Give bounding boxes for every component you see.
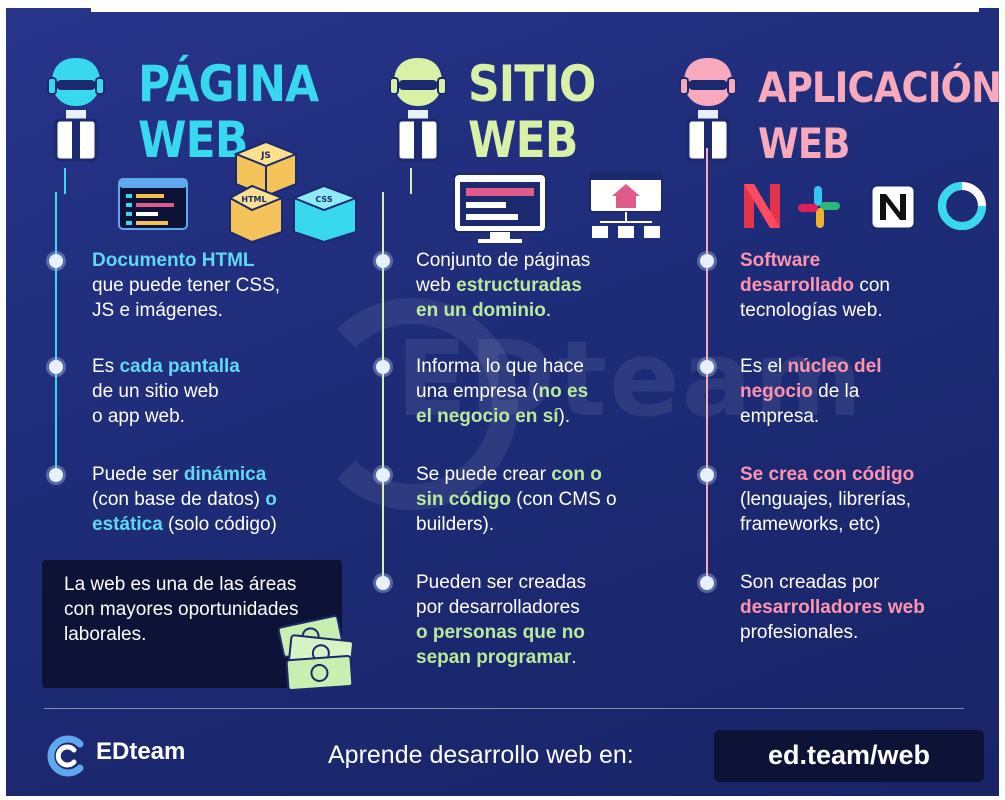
slack-logo-icon (798, 186, 840, 228)
title-pagina-web: PÁGINA WEB (138, 55, 319, 169)
item-text: (lenguajes, librerías, frameworks, etc) (740, 489, 912, 535)
highlight-text: o personas que no sepan programar (416, 622, 585, 668)
developer-avatar-icon (679, 58, 737, 162)
highlight-text: cada pantalla (119, 356, 240, 377)
highlight-text: Documento HTML (92, 250, 255, 271)
cube-label-css: CSS (315, 195, 332, 204)
cta-text: Aprende desarrollo web en: (328, 741, 634, 769)
title-line-1: APLICACIÓN (758, 63, 999, 112)
timeline-dot (376, 576, 390, 590)
cube-label-html: HTML (241, 195, 266, 204)
timeline-dot (700, 360, 714, 374)
item-text: ). (558, 406, 571, 427)
timeline-connector (64, 168, 66, 194)
item-text: Se puede crear (416, 464, 552, 485)
item-text: Es el (740, 356, 788, 377)
brand-name: EDteam (96, 738, 186, 765)
timeline-line-cyan (55, 192, 57, 476)
item-informa-empresa: Informa lo que hace una empresa (no es e… (416, 354, 676, 429)
cta-url-box[interactable]: ed.team/web (714, 730, 984, 782)
top-strip (91, 8, 979, 12)
timeline-dot (49, 254, 63, 268)
infographic: EDteam PÁGINA WEB SITIO WEB AP (6, 8, 999, 796)
edteam-logo-icon (47, 735, 84, 777)
timeline-dot (700, 468, 714, 482)
timeline-dot (700, 576, 714, 590)
item-conjunto-paginas: Conjunto de páginas web estructuradas en… (416, 248, 676, 323)
highlight-text: dinámica (183, 464, 267, 485)
timeline-connector (410, 168, 412, 194)
timeline-dot (700, 254, 714, 268)
note-text: La web es una de las áreas con mayores o… (64, 574, 299, 645)
code-window-icon (118, 178, 188, 230)
cube-label-js: JS (260, 151, 271, 161)
highlight-text: estructuradas en un dominio (416, 275, 582, 321)
highlight-text: desarrolladores web (740, 597, 925, 618)
timeline-line-green (382, 192, 384, 584)
cta-url-link[interactable]: ed.team/web (767, 740, 931, 770)
item-creadas-por: Pueden ser creadas por desarrolladores o… (416, 570, 676, 670)
sitemap-icon (589, 171, 663, 238)
item-text: Informa lo que hace una empresa ( (416, 356, 584, 402)
item-text: con tecnologías web. (740, 275, 890, 321)
highlight-text: con o sin código (416, 464, 602, 510)
timeline-dot (376, 468, 390, 482)
netflix-n-logo-icon (744, 184, 780, 228)
title-line-1: PÁGINA (138, 55, 319, 113)
timeline-dot (49, 468, 63, 482)
timeline-dot (49, 360, 63, 374)
item-nucleo-negocio: Es el núcleo del negocio de la empresa. (740, 354, 990, 429)
highlight-text: Software desarrollado (740, 250, 855, 296)
item-desarrolladores-web: Son creadas por desarrolladores web prof… (740, 570, 994, 645)
title-line-2: WEB (468, 111, 578, 169)
title-sitio-web: SITIO WEB (468, 55, 596, 169)
item-dinamica-estatica: Puede ser dinámica (con base de datos) o… (92, 462, 362, 537)
title-aplicacion-web: APLICACIÓN WEB (758, 60, 999, 172)
highlight-text: Se crea con código (740, 464, 915, 485)
timeline-dot (376, 360, 390, 374)
ring-logo-icon (938, 182, 986, 230)
item-software-desarrollado: Software desarrollado con tecnologías we… (740, 248, 990, 323)
code-cubes-icon: JS HTML CSS (227, 140, 359, 244)
item-se-crea-con-codigo: Se crea con código (lenguajes, librerías… (740, 462, 990, 537)
highlight-text: o estática (92, 489, 277, 535)
item-text: que puede tener CSS, JS e imágenes. (92, 275, 281, 321)
money-bills-icon (277, 615, 354, 692)
item-text: Conjunto de páginas web (416, 250, 591, 296)
title-line-2: WEB (138, 111, 248, 169)
item-text: . (571, 647, 577, 668)
timeline-dot (376, 254, 390, 268)
item-text: de la empresa. (740, 381, 860, 427)
footer-divider (44, 708, 964, 709)
item-cada-pantalla: Es cada pantalla de un sitio web o app w… (92, 354, 352, 429)
browser-window-icon (453, 173, 547, 243)
developer-avatar-icon (47, 58, 105, 162)
highlight-text: núcleo del negocio (740, 356, 882, 402)
title-line-2: WEB (758, 119, 850, 168)
notion-logo-icon (869, 183, 917, 231)
item-documento-html: Documento HTML que puede tener CSS, JS e… (92, 248, 352, 323)
developer-avatar-icon (389, 58, 447, 162)
item-text: (con CMS o builders). (416, 489, 617, 535)
highlight-text: no es el negocio en sí (416, 381, 589, 427)
item-text: Puede ser (92, 464, 184, 485)
item-text: profesionales. (740, 622, 859, 643)
watermark-text: EDteam (396, 318, 865, 440)
item-text: (solo código) (162, 514, 277, 535)
note-box: La web es una de las áreas con mayores o… (42, 560, 342, 688)
item-text: de un sitio web o app web. (92, 381, 219, 427)
item-text: (con base de datos) (92, 489, 260, 510)
item-text: Son creadas por (740, 572, 880, 593)
item-text: . (545, 300, 552, 321)
title-line-1: SITIO (468, 55, 596, 113)
item-text: Pueden ser creadas por desarrolladores (416, 572, 587, 618)
item-text: Es (92, 356, 120, 377)
item-con-o-sin-codigo: Se puede crear con o sin código (con CMS… (416, 462, 686, 537)
